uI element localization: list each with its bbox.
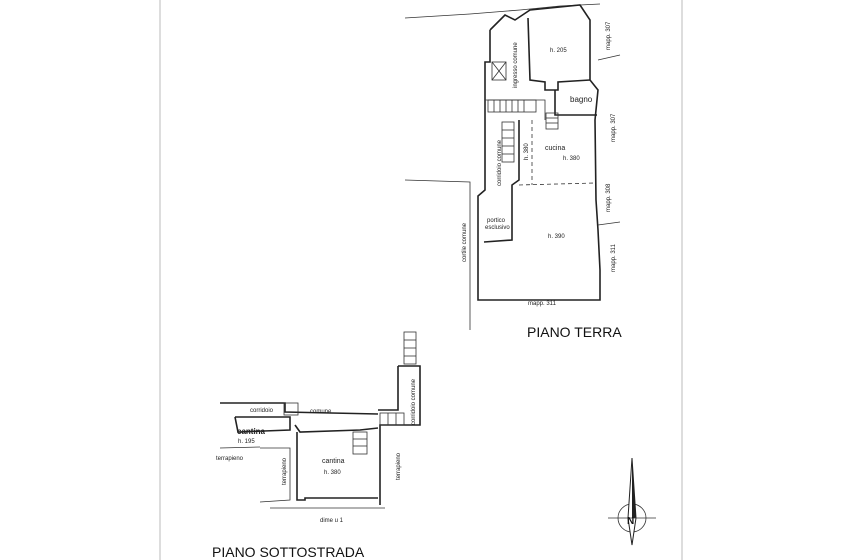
label-portico: portico [487,218,506,224]
label-terrapieno-1: terrapieno [216,456,244,462]
label-cantina-2-height: h. 380 [324,470,341,476]
wall [219,446,261,449]
dashed-line [518,182,596,186]
stairs-cantina [352,431,368,455]
piano-terra-plan: h. 205 ingresso comune bagno cucina h. 3… [404,3,622,340]
wall [259,447,291,503]
label-cantina-1-height: h. 195 [238,439,255,445]
stairs [487,99,559,163]
compass-label: N [627,516,634,527]
label-side-height: h. 380 [524,143,530,160]
wall [379,365,421,505]
outer-wall [477,4,601,301]
label-corridoio-comune: corridoio comune [497,139,503,186]
label-main-height: h. 390 [548,234,565,240]
parcel-307-a: mapp. 307 [606,21,612,50]
title-piano-terra: PIANO TERRA [527,324,622,340]
north-arrow-icon: N [608,457,656,546]
label-corridoio-comune-lower: corridoio comune [411,378,417,425]
piano-sottostrada-plan: corridoio comune cantina h. 195 terrapie… [212,331,421,560]
label-bottom: dime u 1 [320,518,344,524]
label-cantina-1: cantina [237,427,266,436]
parcel-311-side: mapp. 311 [611,243,617,272]
label-bagno: bagno [570,95,593,104]
wall [378,366,399,411]
wall [527,17,591,91]
parcel-boundary [597,221,621,226]
elevator-shaft [491,61,507,81]
label-terrapieno-2: terrapieno [282,457,288,485]
label-terrapieno-3: terrapieno [396,452,402,480]
wall [220,402,379,415]
wall [554,90,597,116]
label-cantina-2: cantina [322,458,345,465]
parcel-307-b: mapp. 307 [611,113,617,142]
stairs-corridoio [283,402,299,416]
label-ingresso: ingresso comune [513,42,519,88]
wall [294,424,379,433]
parcel-boundary [597,54,621,61]
label-corridoio: corridoio [250,408,274,414]
title-piano-sottostrada: PIANO SOTTOSTRADA [212,544,365,560]
room-height-top: h. 205 [550,48,567,54]
shaft-cross [491,61,507,81]
stairs-corridoio-comune [379,412,405,426]
label-cucina: cucina [545,145,565,152]
label-cortile-comune: cortile comune [462,222,468,262]
parcel-308: mapp. 308 [606,183,612,212]
wall [234,416,291,433]
wall [296,432,378,501]
wall [483,120,520,243]
label-esclusivo: esclusivo [485,225,510,231]
parcel-311-bottom: mapp. 311 [528,301,557,307]
label-comune: comune [310,409,332,415]
label-cucina-height: h. 380 [563,156,580,162]
courtyard-line [404,179,471,330]
